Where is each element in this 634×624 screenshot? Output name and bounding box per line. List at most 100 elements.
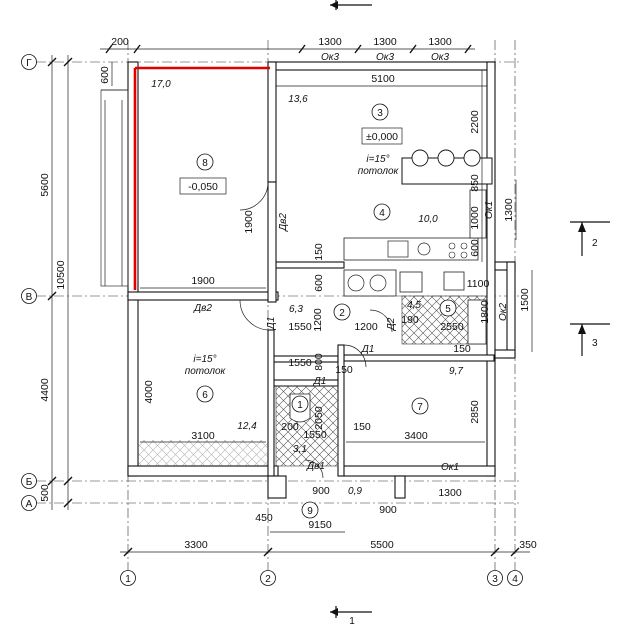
dim-1800: 1800 xyxy=(479,300,491,324)
dim-900-a: 900 xyxy=(312,485,330,497)
axis-marker-v: В xyxy=(21,288,37,304)
island-table xyxy=(401,149,493,185)
dim-1200-v: 1200 xyxy=(312,308,324,332)
dim-1550-c: 1550 xyxy=(303,429,327,441)
section-marker-1-bottom: 1 xyxy=(330,606,372,624)
svg-text:Г: Г xyxy=(26,58,32,69)
door-dv2-a: Дв2 xyxy=(278,213,289,232)
outer-walls xyxy=(127,61,516,499)
room-1-area: 3,1 xyxy=(293,444,307,455)
window-ok3-b: Ок3 xyxy=(376,52,395,63)
bottom-dimensions: 3300 5500 350 9150 450 900 900 0,9 1300 xyxy=(120,485,537,557)
room-8-level: -0,050 xyxy=(188,181,218,193)
room-3-area: 13,6 xyxy=(288,94,308,105)
dim-9150: 9150 xyxy=(308,519,332,531)
axis-marker-1: 1 xyxy=(120,570,136,586)
room-2-area: 6,3 xyxy=(289,304,303,315)
room-4-area: 10,0 xyxy=(418,214,438,225)
door-dv2-b: Дв2 xyxy=(193,303,212,314)
section-marker-2: 2 xyxy=(570,221,610,256)
svg-text:Б: Б xyxy=(26,477,33,488)
dim-1200-h: 1200 xyxy=(354,321,378,333)
dim-1500: 1500 xyxy=(519,288,531,312)
room-5-area: 4,5 xyxy=(407,300,421,311)
dim-3100: 3100 xyxy=(191,430,215,442)
room-6-ceiling: потолок xyxy=(185,366,227,377)
tile-hatch-room6 xyxy=(138,440,268,466)
inner-dimensions: 1900 1900 Дв2 Дв2 Д1 Д1 Д1 Д2 Дв1 1550 1… xyxy=(140,210,491,473)
room-2: 2 6,3 xyxy=(289,303,351,321)
dim-500: 500 xyxy=(39,484,51,502)
dim-2200: 2200 xyxy=(469,110,481,134)
svg-text:7: 7 xyxy=(417,402,423,413)
room-1: 1 3,1 xyxy=(291,395,309,455)
section-marker-1-top xyxy=(330,0,372,10)
svg-text:4: 4 xyxy=(379,208,385,219)
dim-10500: 10500 xyxy=(55,260,67,289)
dim-600: 600 xyxy=(99,66,111,84)
dim-1300-c: 1300 xyxy=(428,36,452,48)
dim-1900-h: 1900 xyxy=(191,275,215,287)
axis-marker-b: Б xyxy=(21,473,37,489)
dim-150-c: 150 xyxy=(353,421,371,433)
dim-1550-a: 1550 xyxy=(288,321,312,333)
window-ok2-right: Ок2 xyxy=(498,303,509,322)
dim-1550-b: 1550 xyxy=(288,357,312,369)
room-8-area: 17,0 xyxy=(151,79,171,90)
room-3-ceiling: потолок xyxy=(358,166,400,177)
dim-1100: 1100 xyxy=(467,278,490,290)
dim-5100: 5100 xyxy=(371,73,395,85)
room-7-area: 9,7 xyxy=(449,366,463,377)
svg-text:2: 2 xyxy=(265,574,271,585)
door-d2: Д2 xyxy=(386,317,397,331)
svg-text:2: 2 xyxy=(592,238,598,249)
dim-900-b: 900 xyxy=(379,504,397,516)
svg-text:1: 1 xyxy=(125,574,131,585)
kitchen-counter xyxy=(343,189,487,261)
room-4: 4 10,0 xyxy=(373,203,438,225)
dim-4400: 4400 xyxy=(39,378,51,402)
dim-1900-v: 1900 xyxy=(243,210,255,234)
window-ok3-c: Ок3 xyxy=(431,52,450,63)
room-6: 6 12,4 i=15° потолок xyxy=(185,354,257,432)
dim-4000: 4000 xyxy=(143,380,155,404)
window-ok1-bottom: Ок1 xyxy=(441,462,459,473)
window-ok1-right: Ок1 xyxy=(484,201,495,219)
door-d1-b: Д1 xyxy=(361,344,375,355)
dim-5500: 5500 xyxy=(370,539,394,551)
room-3-level: ±0,000 xyxy=(366,131,398,143)
left-dimensions: 5600 10500 4400 500 600 xyxy=(39,55,113,510)
dim-600-inner: 600 xyxy=(313,274,325,292)
room-9: 9 xyxy=(301,501,319,519)
dim-1300-right: 1300 xyxy=(503,198,515,222)
svg-text:3: 3 xyxy=(592,338,598,349)
dim-200: 200 xyxy=(111,36,129,48)
dim-800: 800 xyxy=(313,353,325,371)
dim-1300-b: 1300 xyxy=(373,36,397,48)
axis-marker-2: 2 xyxy=(260,570,276,586)
room-3-slope: i=15° xyxy=(366,154,389,165)
room-8: 8 17,0 -0,050 xyxy=(151,79,227,195)
door-d1-a: Д1 xyxy=(266,317,277,331)
svg-text:5: 5 xyxy=(445,304,451,315)
dim-3300: 3300 xyxy=(184,539,208,551)
room-7: 7 9,7 xyxy=(411,366,463,415)
dim-2050: 2050 xyxy=(313,406,325,430)
highlighted-wall xyxy=(133,66,270,290)
dim-200-inner: 200 xyxy=(281,421,299,433)
dim-2550: 2550 xyxy=(440,321,464,333)
area-0-9: 0,9 xyxy=(348,486,362,497)
left-balcony-lines xyxy=(101,89,128,286)
door-d1-c: Д1 xyxy=(313,376,327,387)
axis-marker-a: А xyxy=(21,495,37,511)
dim-150-d: 150 xyxy=(453,343,471,355)
svg-text:3: 3 xyxy=(377,108,383,119)
axis-marker-4: 4 xyxy=(507,570,523,586)
svg-text:В: В xyxy=(26,292,33,303)
dim-850: 850 xyxy=(469,174,481,192)
right-dimensions: 2200 850 1000 600 1300 Ок1 Ок2 1500 2850 xyxy=(469,70,533,424)
svg-text:9: 9 xyxy=(307,506,313,517)
room-3: 3 13,6 ±0,000 i=15° потолок xyxy=(288,94,403,177)
section-marker-3: 3 xyxy=(570,323,610,356)
